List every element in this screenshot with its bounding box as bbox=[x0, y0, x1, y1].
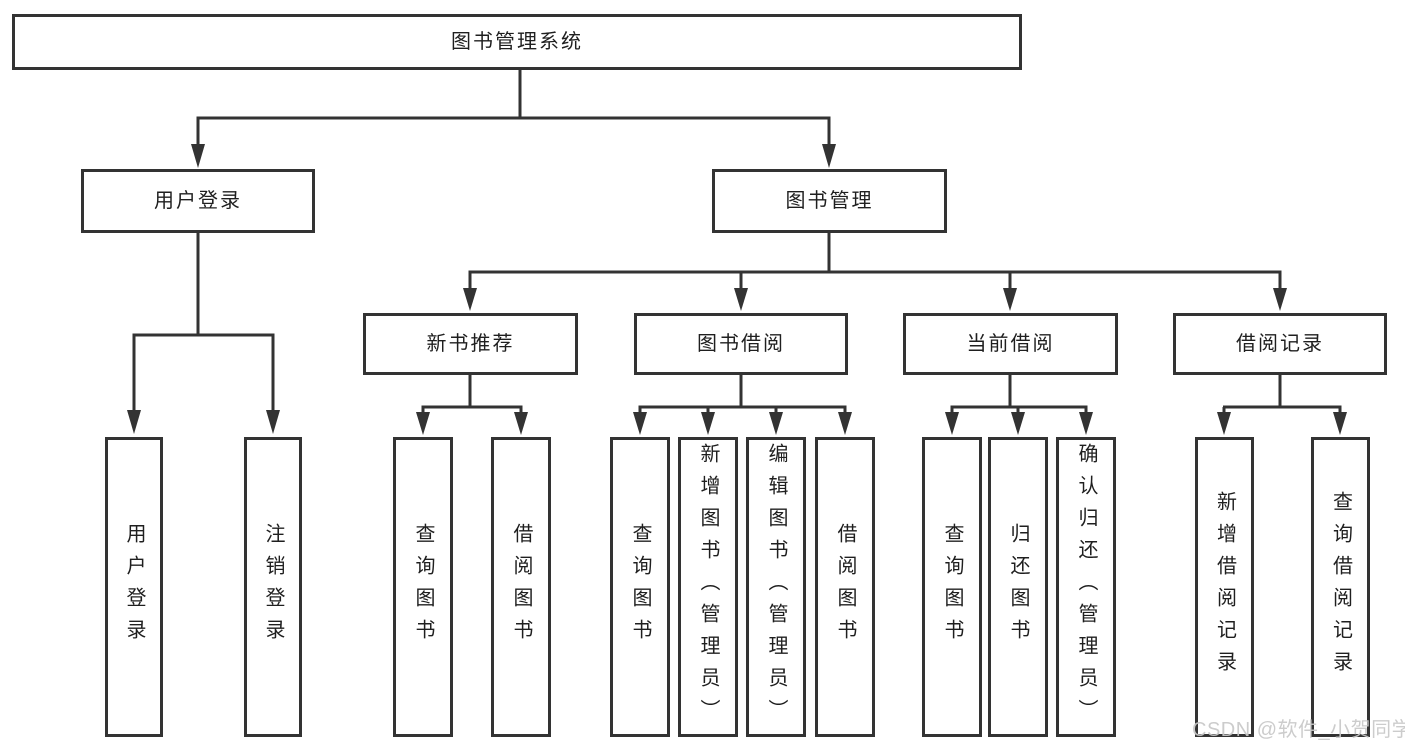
connector-new-book-recommend-to-leaves bbox=[416, 375, 528, 435]
leaf-node-borrow-books: 借阅图书 bbox=[815, 437, 875, 737]
leaf-node-return-books: 归还图书 bbox=[988, 437, 1048, 737]
leaf-node-query-books-borrow: 查询图书 bbox=[610, 437, 670, 737]
leaf-node-borrow-books-recommend: 借阅图书 bbox=[491, 437, 551, 737]
leaf-node-query-borrow-record: 查询借阅记录 bbox=[1311, 437, 1370, 737]
branch-node-user-login: 用户登录 bbox=[81, 169, 315, 233]
root-node-library-system: 图书管理系统 bbox=[12, 14, 1022, 70]
branch-node-book-management: 图书管理 bbox=[712, 169, 947, 233]
csdn-watermark: CSDN @软件_小贺同学 bbox=[1192, 719, 1405, 741]
section-node-current-borrow: 当前借阅 bbox=[903, 313, 1118, 375]
leaf-node-edit-books-admin: 编辑图书（管理员） bbox=[746, 437, 806, 737]
leaf-node-query-books-recommend: 查询图书 bbox=[393, 437, 453, 737]
leaf-node-confirm-return-admin: 确认归还（管理员） bbox=[1056, 437, 1116, 737]
leaf-node-add-books-admin: 新增图书（管理员） bbox=[678, 437, 738, 737]
connector-borrow-records-to-leaves bbox=[1217, 375, 1347, 435]
connector-book-borrow-to-leaves bbox=[633, 375, 852, 435]
section-node-new-book-recommend: 新书推荐 bbox=[363, 313, 578, 375]
connector-root-to-level2 bbox=[191, 70, 836, 168]
section-node-borrow-records: 借阅记录 bbox=[1173, 313, 1387, 375]
leaf-node-user-login: 用户登录 bbox=[105, 437, 163, 737]
connector-current-borrow-to-leaves bbox=[945, 375, 1093, 435]
leaf-node-logout: 注销登录 bbox=[244, 437, 302, 737]
leaf-node-add-borrow-record: 新增借阅记录 bbox=[1195, 437, 1254, 737]
section-node-book-borrow: 图书借阅 bbox=[634, 313, 848, 375]
connector-user-login-to-leaves bbox=[127, 233, 280, 434]
connector-book-management-to-sections bbox=[463, 233, 1287, 311]
leaf-node-query-books-current: 查询图书 bbox=[922, 437, 982, 737]
